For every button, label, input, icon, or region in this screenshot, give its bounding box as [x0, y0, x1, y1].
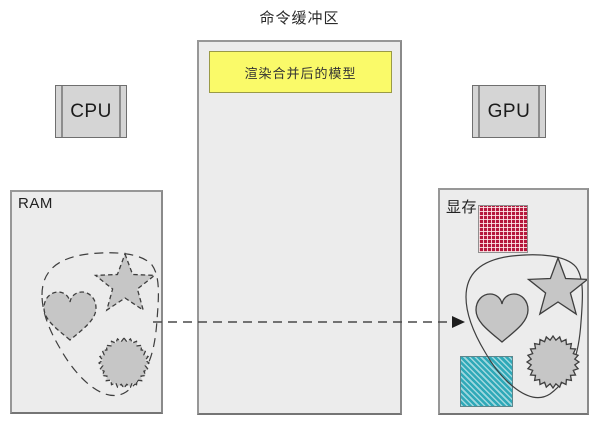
burst-circle-shape-icon: [97, 336, 151, 390]
gpu-chip: GPU: [472, 85, 546, 138]
red-grid-texture-icon: [478, 205, 528, 253]
gpu-label: GPU: [487, 100, 531, 122]
merged-model-box: 渲染合并后的模型: [209, 51, 392, 93]
vram-box: 显存: [438, 188, 589, 415]
vram-shapes-canvas: [465, 254, 587, 399]
star-shape-icon: [93, 252, 157, 312]
command-buffer-box: 渲染合并后的模型: [197, 40, 402, 415]
heart-shape-icon: [475, 293, 529, 343]
chip-pin-line: [61, 86, 63, 137]
chip-pin-line: [538, 86, 540, 137]
teal-stripes-texture-icon: [460, 356, 513, 407]
cpu-chip: CPU: [55, 85, 127, 138]
cpu-label: CPU: [70, 100, 112, 122]
chip-pin-line: [119, 86, 121, 137]
ram-shapes-canvas: [41, 252, 160, 397]
vram-label: 显存: [446, 199, 478, 216]
command-buffer-title: 命令缓冲区: [259, 10, 340, 27]
star-shape-icon: [526, 256, 587, 316]
chip-pin-line: [478, 86, 480, 137]
ram-label: RAM: [18, 195, 53, 212]
ram-box: RAM: [10, 190, 163, 414]
merged-model-label: 渲染合并后的模型: [244, 65, 357, 81]
heart-shape-icon: [43, 291, 97, 341]
solid-group-outline-icon: [465, 254, 584, 399]
burst-circle-shape-icon: [525, 334, 581, 390]
dashed-group-outline-icon: [41, 252, 160, 397]
